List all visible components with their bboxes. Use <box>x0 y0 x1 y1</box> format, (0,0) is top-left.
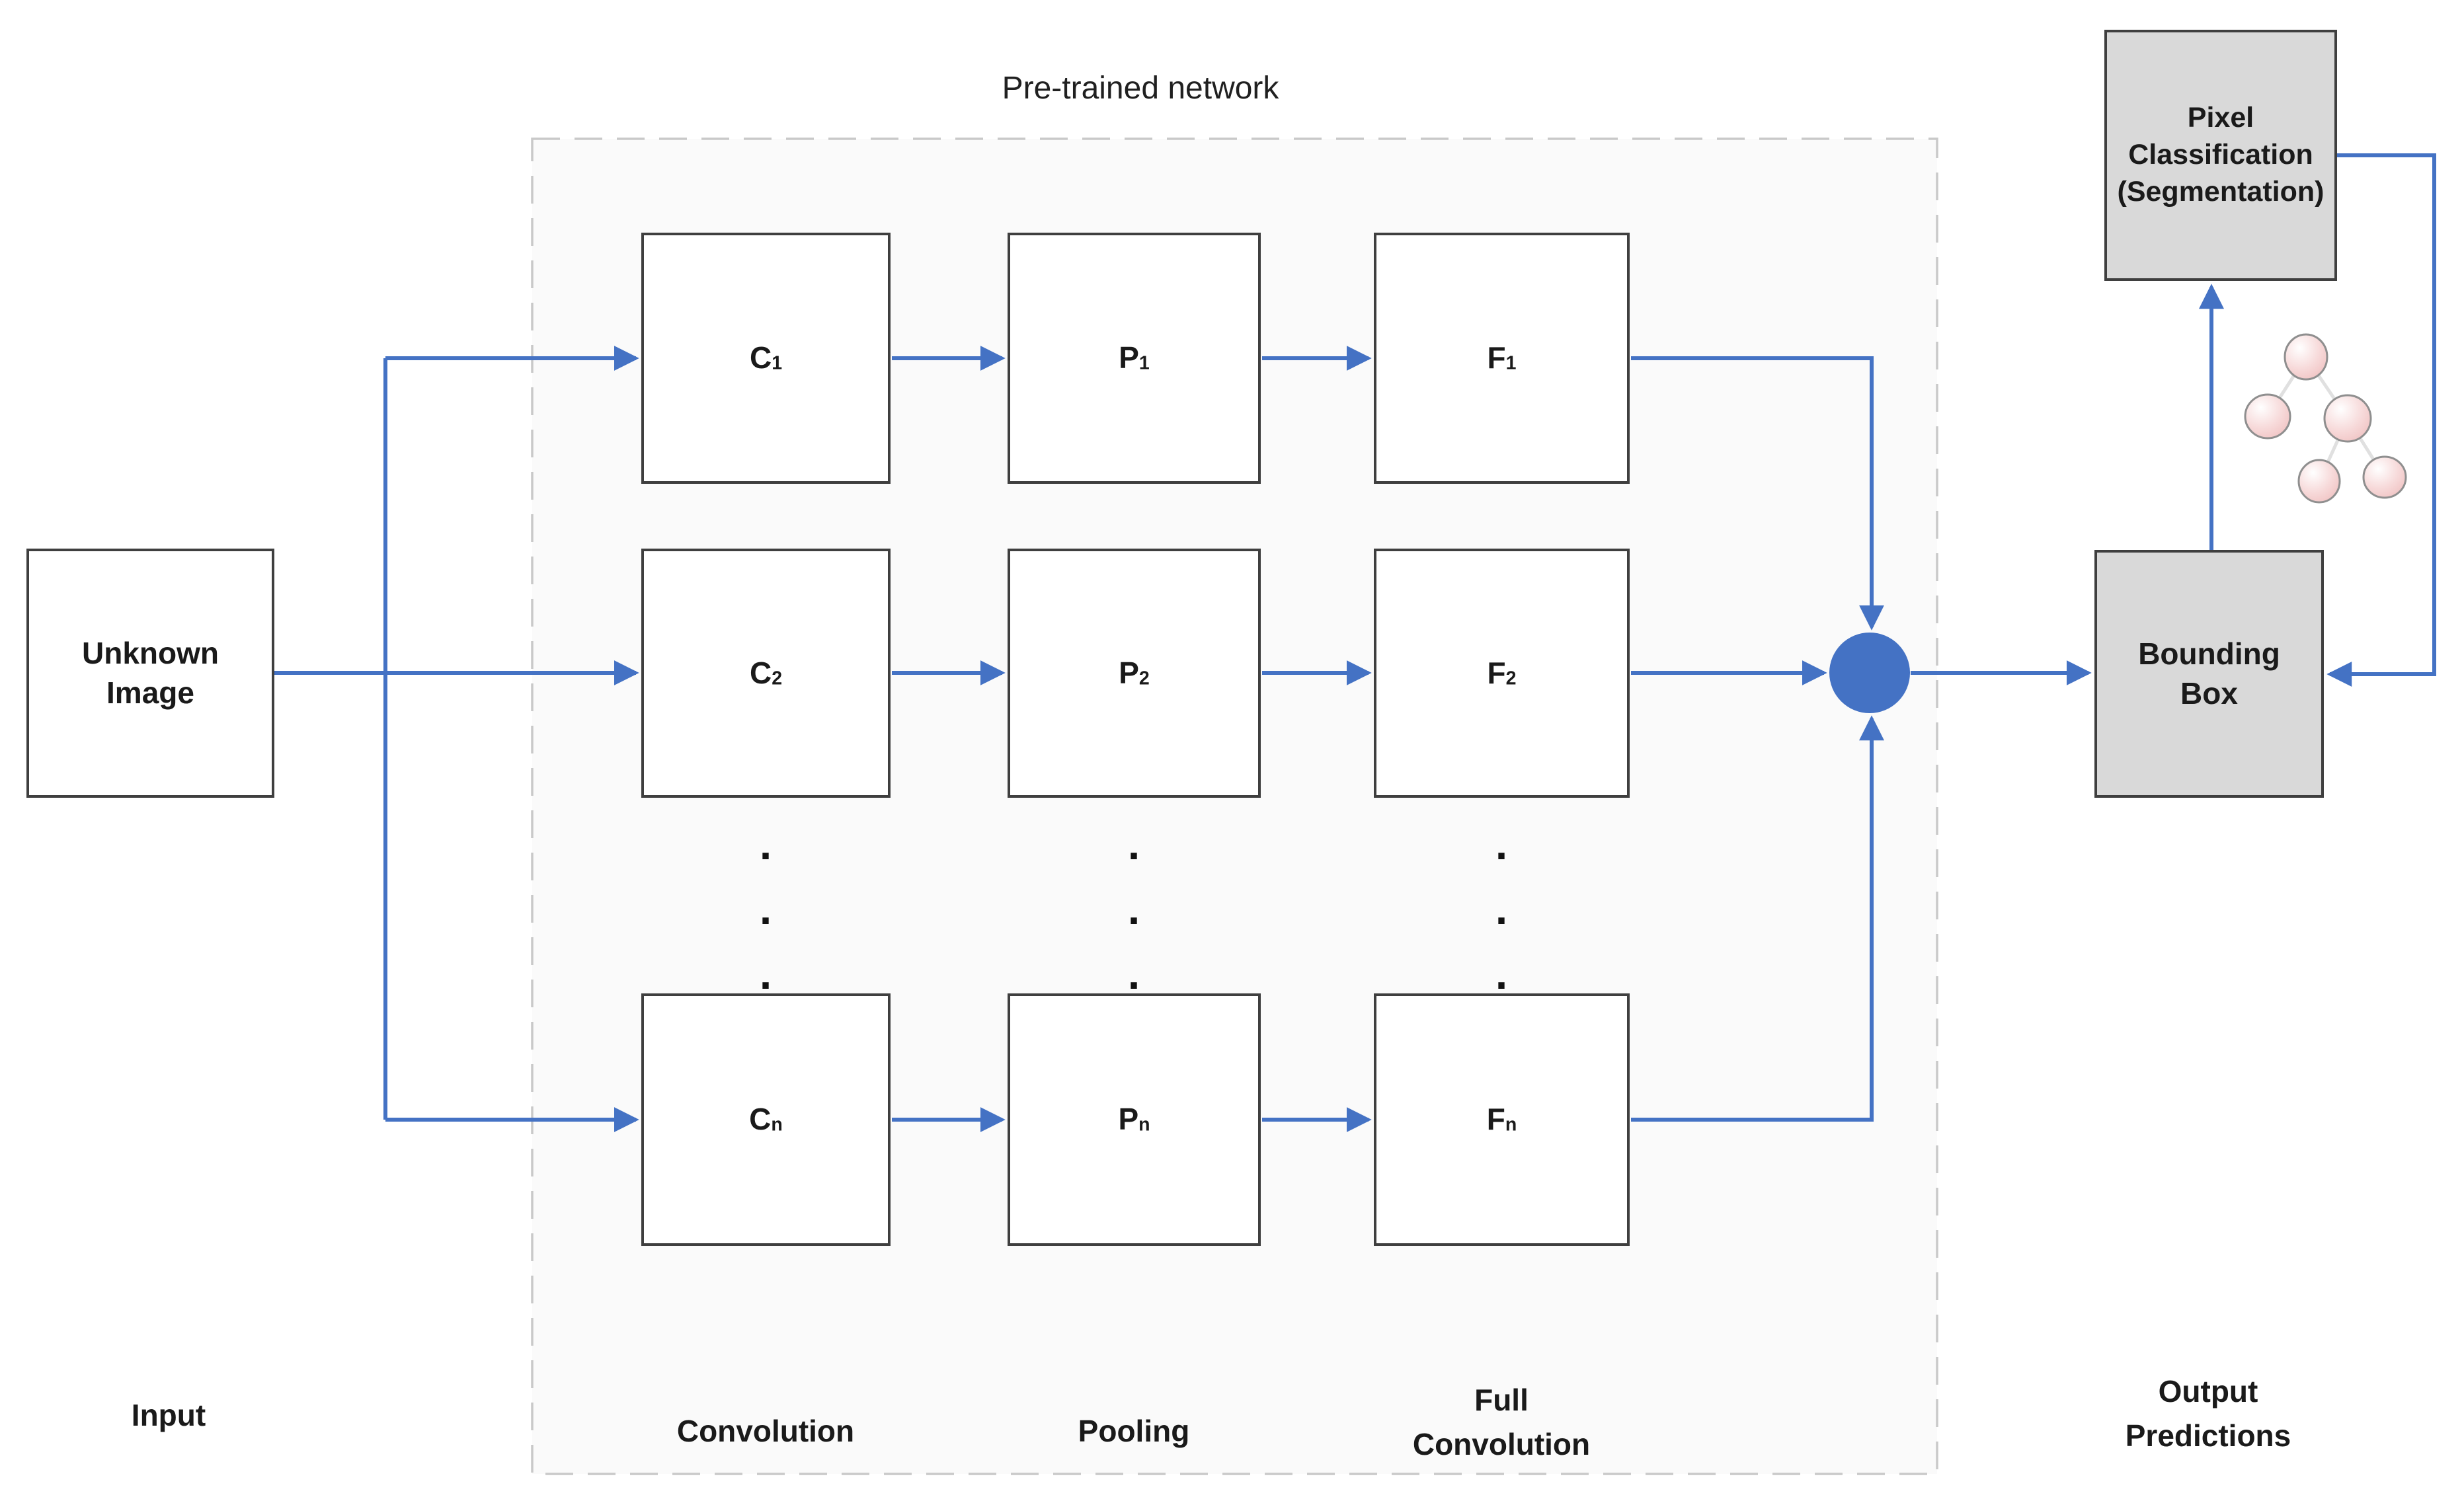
merge-node <box>1829 633 1910 713</box>
hierarchy-icon <box>2244 333 2407 504</box>
ellipsis-column-convolution: . . . <box>759 820 772 998</box>
f1-label: F1 <box>1487 340 1517 375</box>
c1-label: C1 <box>749 340 783 375</box>
conv-box-c2: C2 <box>641 549 891 798</box>
bounding-box-node: Bounding Box <box>2094 550 2324 798</box>
fullconv-box-f1: F1 <box>1374 233 1630 484</box>
f2-label: F2 <box>1487 655 1517 690</box>
fullconv-box-fn: Fn <box>1374 993 1630 1246</box>
hierarchy-node <box>2323 394 2372 443</box>
pn-label: Pn <box>1118 1102 1150 1137</box>
pixel-classification-node: Pixel Classification (Segmentation) <box>2104 30 2337 281</box>
connector-fn-merge <box>1631 715 1884 1122</box>
pixel-classification-label: Pixel Classification (Segmentation) <box>2117 102 2325 208</box>
hierarchy-node <box>2244 393 2291 440</box>
fn-label: Fn <box>1486 1102 1517 1137</box>
caption-convolution: Convolution <box>676 1414 855 1448</box>
conv-box-cn: Cn <box>641 993 891 1246</box>
conv-box-c1: C1 <box>641 233 891 484</box>
caption-output-predictions: Output Predictions <box>2125 1374 2291 1453</box>
cn-label: Cn <box>749 1102 783 1137</box>
connector-pixelclassification-to-boundingbox <box>2326 153 2436 687</box>
c2-label: C2 <box>749 655 783 690</box>
bounding-box-label: Bounding Box <box>2138 636 2280 711</box>
caption-pooling: Pooling <box>1078 1414 1190 1448</box>
p2-label: P2 <box>1119 655 1150 690</box>
fullconv-box-f2: F2 <box>1374 549 1630 798</box>
hierarchy-node <box>2297 459 2341 504</box>
ellipsis-column-fullconv: . . . <box>1495 820 1508 998</box>
connector-f1-merge <box>1631 356 1884 631</box>
pool-box-p2: P2 <box>1008 549 1261 798</box>
pool-box-p1: P1 <box>1008 233 1261 484</box>
p1-label: P1 <box>1119 340 1150 375</box>
unknown-image-label: Unknown Image <box>82 635 219 710</box>
caption-input: Input <box>131 1398 206 1432</box>
pool-box-pn: Pn <box>1008 993 1261 1246</box>
diagram-title: Pre-trained network <box>1002 71 1279 106</box>
hierarchy-node <box>2362 455 2407 499</box>
unknown-image-box: Unknown Image <box>26 549 274 798</box>
caption-full-convolution: Full Convolution <box>1412 1383 1591 1461</box>
ellipsis-column-pooling: . . . <box>1127 820 1140 998</box>
hierarchy-node <box>2284 333 2328 381</box>
